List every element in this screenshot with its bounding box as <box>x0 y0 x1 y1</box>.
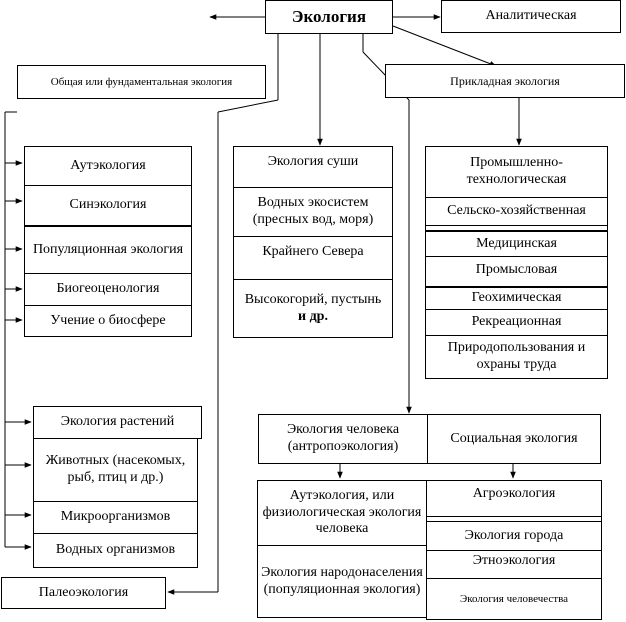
habitat-items-list: Экология суши Водных экосистем (пресных … <box>233 146 393 338</box>
list-item: Аутэкология, или физиологическая экологи… <box>262 488 422 537</box>
list-item: Аутэкология <box>70 157 146 173</box>
organism-items-list: Животных (насекомых, рыб, птиц и др.) Ми… <box>33 438 198 568</box>
list-item: Высокогорий, пустынь и др. <box>234 279 392 337</box>
list-item: Природопользования и охраны труда <box>426 335 607 378</box>
general-items-list: Аутэкология Синэкология Популяционная эк… <box>24 146 192 337</box>
list-item: Этноэкология <box>427 550 601 578</box>
paleo-ecology-label: Палеоэкология <box>38 584 129 600</box>
list-item: Геохимическая <box>426 286 607 309</box>
list-item: Крайнего Севера <box>234 236 392 279</box>
human-left-list: Аутэкология, или физиологическая экологи… <box>257 480 427 618</box>
applied-items-list: Промышленно-технологическая Сельско-хозя… <box>425 146 608 379</box>
plant-ecology-box: Экология растений <box>33 406 202 439</box>
list-item: Промышленно-технологическая <box>466 155 567 187</box>
list-item: Водных экосистем (пресных вод, моря) <box>234 187 392 236</box>
list-item: Экология человечества <box>427 578 601 619</box>
list-item: Экология растений <box>60 414 175 430</box>
list-item: Биогеоценология <box>25 273 191 305</box>
list-item: Агроэкология <box>427 481 601 517</box>
applied-ecology-label: Прикладная экология <box>450 73 560 88</box>
human-right-list: Агроэкология Экология города Этноэкологи… <box>426 480 602 620</box>
list-item: Промысловая <box>426 256 607 284</box>
root-box: Экология <box>265 0 393 34</box>
list-item: Рекреационная <box>426 309 607 335</box>
analytic-box: Аналитическая <box>441 0 621 33</box>
list-item: Учение о биосфере <box>25 305 191 336</box>
list-item: Водных организмов <box>34 533 197 567</box>
social-ecology-label: Социальная экология <box>427 415 600 463</box>
human-ecology-header: Экология человека (антропоэкология) Соци… <box>258 414 601 464</box>
general-ecology-label: Общая или фундаментальная экология <box>50 75 233 88</box>
list-item: Медицинская <box>426 230 607 256</box>
general-ecology-box: Общая или фундаментальная экология <box>17 65 266 99</box>
list-item: Популяционная экология <box>25 225 191 273</box>
list-item: Синэкология <box>25 185 191 225</box>
applied-ecology-box: Прикладная экология <box>385 64 625 98</box>
list-item: Животных (насекомых, рыб, птиц и др.) <box>45 453 186 485</box>
list-item: Микроорганизмов <box>34 501 197 533</box>
analytic-label: Аналитическая <box>485 8 577 24</box>
paleo-ecology-box: Палеоэкология <box>1 577 166 609</box>
habitat-item-etc: и др. <box>298 308 328 324</box>
list-item: Сельско-хозяйственная <box>426 197 607 226</box>
list-item: Экология суши <box>267 154 359 169</box>
root-title: Экология <box>291 6 367 26</box>
list-item: Экология города <box>427 521 601 550</box>
list-item: Экология народонаселения (популяционная … <box>258 545 426 617</box>
human-ecology-label: Экология человека (антропоэкология) <box>286 422 400 454</box>
habitat-item-text: Высокогорий, пустынь <box>244 291 382 307</box>
